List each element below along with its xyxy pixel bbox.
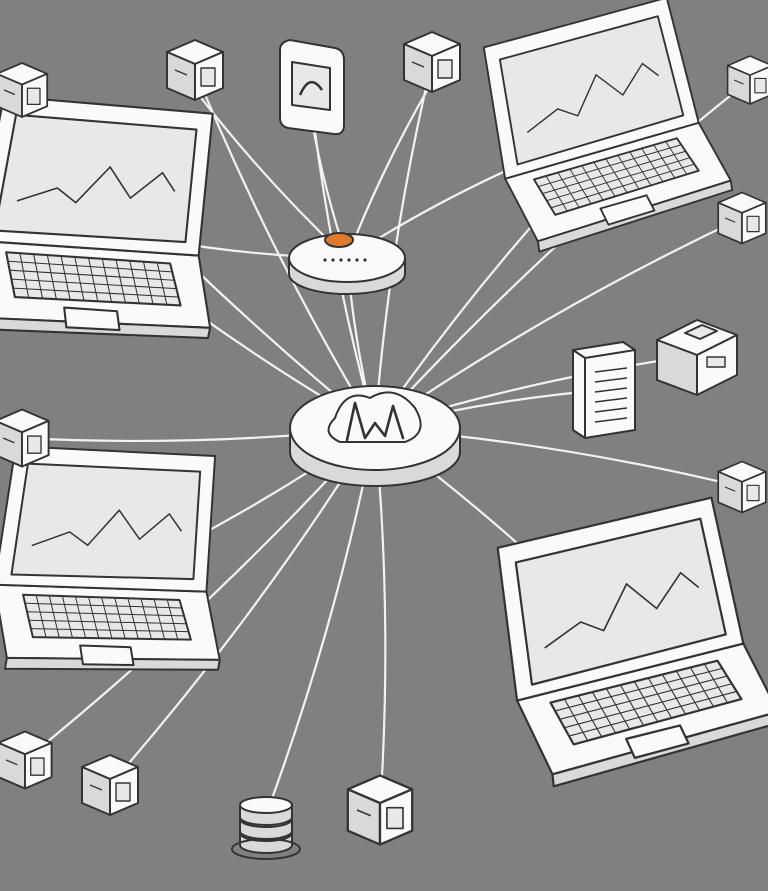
connection-line [193, 68, 377, 430]
laptop-icon [0, 95, 214, 340]
network-hub-icon [289, 385, 461, 487]
box-device-icon [166, 39, 224, 101]
connection-line [373, 60, 434, 430]
box-device-icon [0, 730, 53, 790]
box-device-icon [717, 191, 767, 245]
box-device-icon [403, 31, 461, 93]
box-device-icon [717, 460, 767, 514]
laptop-icon [496, 496, 768, 788]
external-drive-icon [279, 39, 345, 136]
database-stack-icon [231, 796, 301, 860]
laptop-icon [0, 445, 221, 671]
router-icon [288, 232, 406, 295]
printer-icon [656, 319, 738, 396]
laptop-icon [482, 0, 734, 253]
box-device-icon [726, 55, 768, 105]
device-nodes [0, 0, 768, 860]
box-device-icon [346, 774, 414, 846]
box-device-icon [81, 754, 139, 816]
box-device-icon [0, 408, 50, 468]
box-device-icon [0, 62, 49, 118]
server-tower-icon [572, 341, 636, 439]
